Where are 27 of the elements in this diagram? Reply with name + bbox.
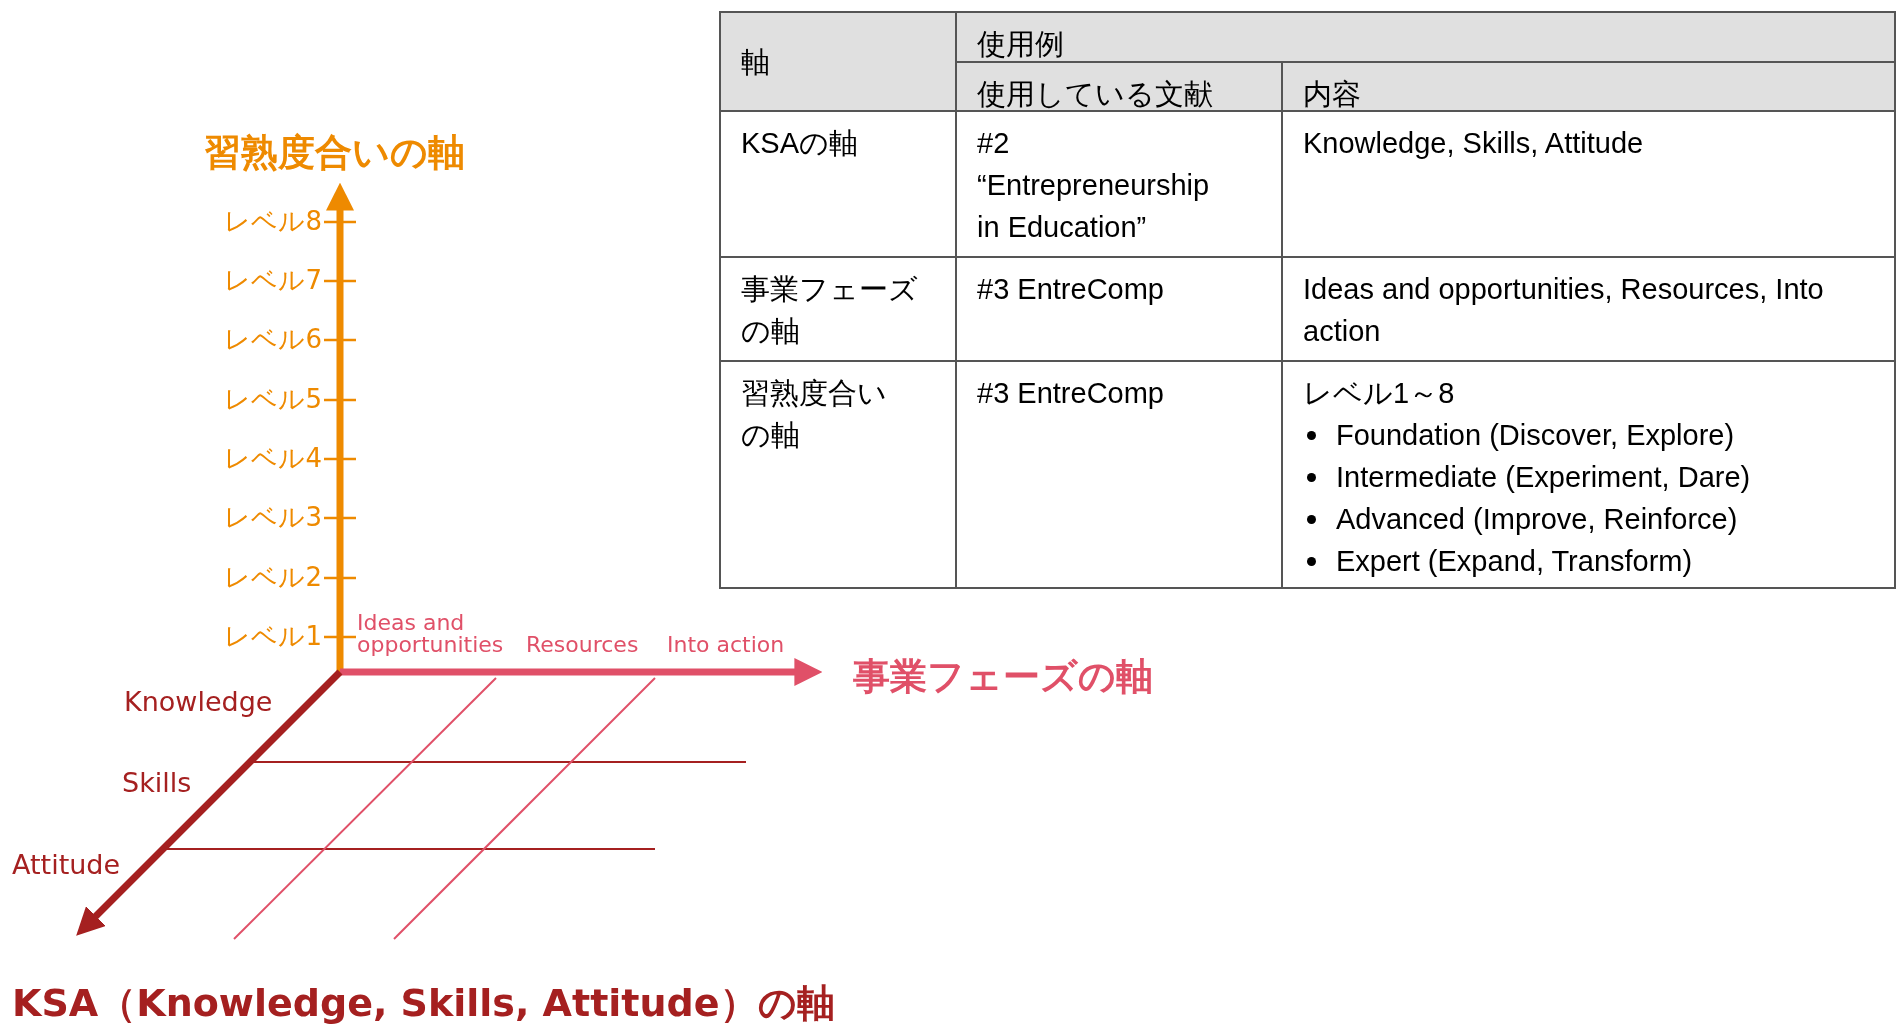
bullet-item: Intermediate (Experiment, Dare) (1336, 460, 1751, 495)
category-label: Knowledge (124, 686, 273, 717)
category-label: Resources (526, 634, 639, 656)
table-cell: 習熟度合いの軸 (719, 360, 957, 589)
bullet-item: Advanced (Improve, Reinforce) (1336, 502, 1738, 537)
bullet-item: Expert (Expand, Transform) (1336, 544, 1693, 579)
category-label: Ideas and opportunities (357, 612, 505, 656)
tick-label: レベル6 (224, 323, 322, 355)
header-cell: 使用している文献 (955, 61, 1283, 112)
bullet-item: Foundation (Discover, Explore) (1336, 418, 1735, 453)
header-cell: 使用例 (955, 11, 1896, 63)
axis-title: 事業フェーズの軸 (853, 654, 1153, 700)
tick-label: レベル8 (224, 205, 322, 237)
tick-label: レベル4 (224, 442, 322, 474)
cell-text: レベル1～8 (1303, 376, 1455, 411)
axis-title: KSA（Knowledge, Skills, Attitude）の軸 (12, 980, 835, 1027)
tick-label: レベル1 (224, 620, 322, 652)
header-cell: 軸 (719, 11, 957, 112)
category-label: Into action (667, 634, 785, 656)
header-cell: 内容 (1281, 61, 1896, 112)
tick-label: レベル5 (224, 383, 322, 415)
tick-label: レベル7 (224, 264, 322, 296)
tick-label: レベル3 (224, 501, 322, 533)
category-label: Attitude (12, 849, 121, 880)
category-label: Skills (122, 767, 192, 798)
axis-title: 習熟度合いの軸 (203, 130, 465, 176)
tick-label: レベル2 (224, 561, 322, 593)
